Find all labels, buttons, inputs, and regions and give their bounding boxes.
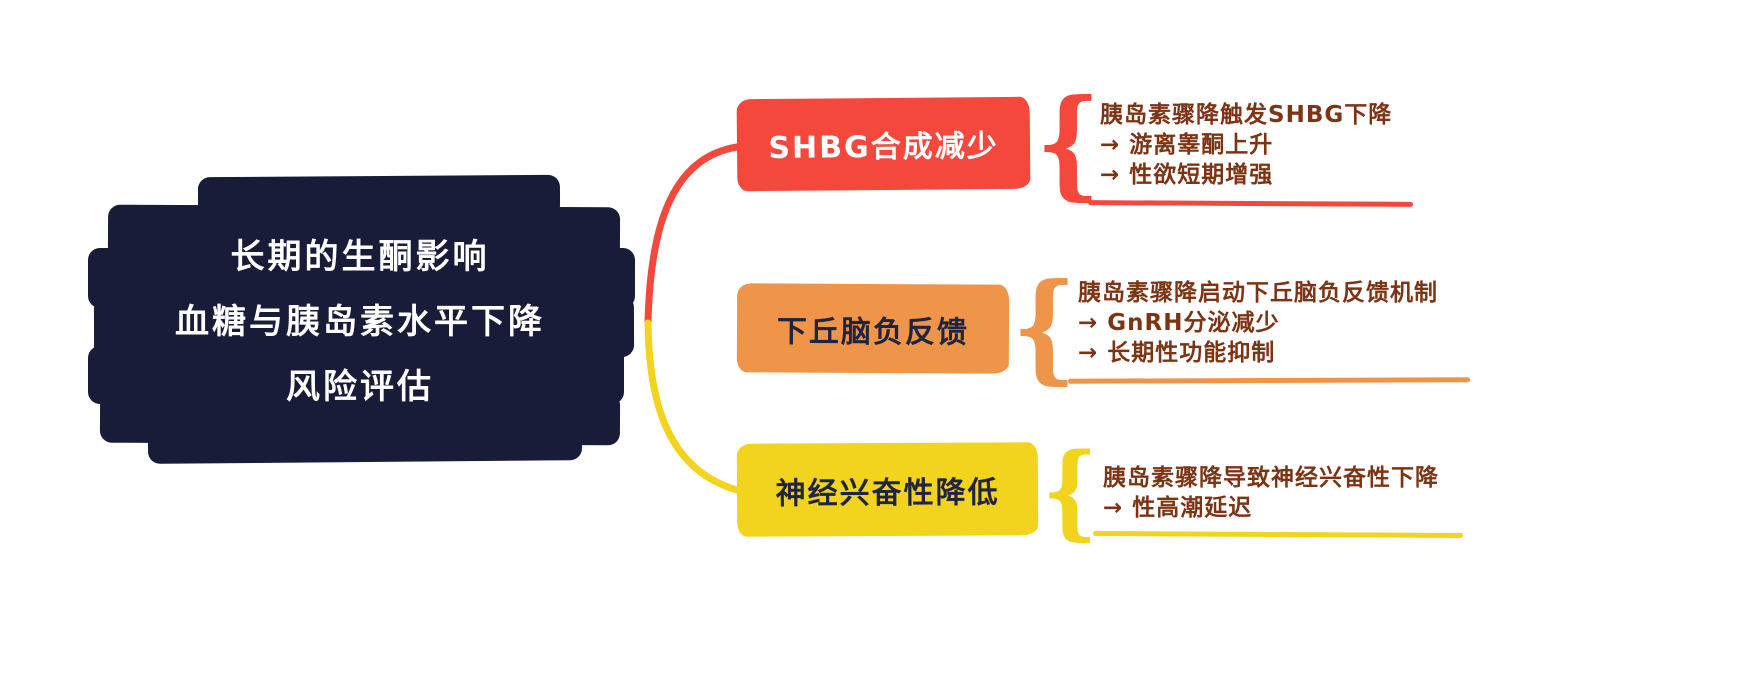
brace-hypothalamus: {: [1012, 257, 1077, 396]
detail-line: 胰岛素骤降触发SHBG下降: [1100, 102, 1393, 128]
central-topic-line-3: 风险评估: [286, 366, 434, 407]
branch-details-hypothalamus: 胰岛素骤降启动下丘脑负反馈机制 → GnRH分泌减少 → 长期性功能抑制: [1078, 278, 1508, 368]
detail-line: 胰岛素骤降启动下丘脑负反馈机制: [1078, 280, 1438, 306]
branch-label-shbg: SHBG合成减少: [768, 128, 999, 167]
branch-details-shbg: 胰岛素骤降触发SHBG下降 → 游离睾酮上升 → 性欲短期增强: [1100, 100, 1480, 190]
detail-line: 胰岛素骤降导致神经兴奋性下降: [1103, 465, 1439, 491]
connector-top-branch: [644, 143, 741, 327]
detail-line: → GnRH分泌减少: [1078, 310, 1280, 336]
detail-line: → 性高潮延迟: [1103, 495, 1253, 521]
brace-neural: {: [1042, 431, 1098, 551]
connector-bottom-branch: [644, 319, 741, 494]
branch-node-neural: 神经兴奋性降低: [736, 442, 1039, 537]
central-topic-line-2: 血糖与胰岛素水平下降: [175, 301, 545, 342]
branch-label-hypothalamus: 下丘脑负反馈: [776, 313, 970, 351]
detail-line: → 长期性功能抑制: [1078, 340, 1276, 366]
branch-node-hypothalamus: 下丘脑负反馈: [736, 283, 1010, 374]
central-topic-node: 长期的生酮影响 血糖与胰岛素水平下降 风险评估: [80, 168, 640, 468]
central-topic-text: 长期的生酮影响 血糖与胰岛素水平下降 风险评估: [80, 168, 640, 468]
branch-label-neural: 神经兴奋性降低: [775, 474, 1000, 512]
detail-line: → 游离睾酮上升: [1100, 132, 1274, 158]
brace-shbg: {: [1036, 73, 1101, 212]
central-topic-line-1: 长期的生酮影响: [230, 236, 490, 277]
detail-line: → 性欲短期增强: [1100, 162, 1274, 188]
branch-node-shbg: SHBG合成减少: [736, 96, 1031, 192]
branch-details-neural: 胰岛素骤降导致神经兴奋性下降 → 性高潮延迟: [1103, 463, 1503, 523]
